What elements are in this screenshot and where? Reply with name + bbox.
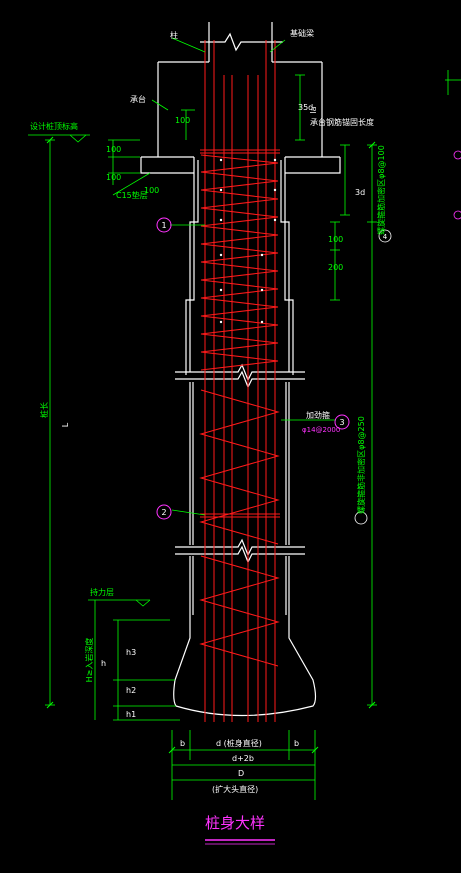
b-right-label: b bbox=[294, 739, 299, 748]
d-label: d (桩身直径) bbox=[216, 738, 262, 748]
pile-length-symbol: L bbox=[61, 422, 70, 427]
pile-length-label: 桩长 bbox=[39, 402, 49, 418]
svg-text:桩身大样: 桩身大样 bbox=[205, 814, 265, 832]
svg-text:4: 4 bbox=[383, 233, 388, 241]
dim-200-right: 200 bbox=[328, 263, 343, 272]
anchor-la-label: la bbox=[309, 106, 318, 113]
bearing-note: H≥入岩深度 bbox=[84, 638, 94, 683]
h-label: h bbox=[101, 659, 106, 668]
stiffener-label: 加劲箍 bbox=[306, 410, 330, 420]
D-desc-label: (扩大头直径) bbox=[212, 784, 258, 794]
svg-text:1: 1 bbox=[161, 221, 166, 230]
stiffener-spec: φ14@2000 bbox=[302, 426, 340, 434]
h2-label: h2 bbox=[126, 686, 136, 695]
d-plus-2b-label: d+2b bbox=[232, 754, 254, 763]
shaft-markers bbox=[219, 158, 277, 324]
foundation-beam-label: 基础梁 bbox=[290, 28, 314, 38]
h1-label: h1 bbox=[126, 710, 136, 719]
dim-100-bed: 100 bbox=[106, 173, 121, 182]
b-left-label: b bbox=[180, 739, 185, 748]
dim-100-right: 100 bbox=[328, 235, 343, 244]
dim-100-side: 100 bbox=[144, 186, 159, 195]
bearing-layer-label: 持力层 bbox=[90, 587, 114, 597]
drawing-title: 桩身大样 bbox=[205, 814, 275, 845]
dimension-lines bbox=[28, 37, 377, 800]
anchor-top-label: 承台钢筋锚固长度 bbox=[310, 117, 374, 127]
callout-4: 4 bbox=[378, 229, 392, 243]
dimension-ticks bbox=[46, 136, 376, 754]
dim-3d: 3d bbox=[355, 188, 365, 197]
callout-1: 1 bbox=[156, 217, 172, 233]
column-label: 柱 bbox=[170, 30, 178, 40]
rebar bbox=[199, 40, 280, 722]
spiral-body-label: 螺旋箍筋非加密区φ8@250 bbox=[356, 416, 366, 514]
h3-label: h3 bbox=[126, 648, 136, 657]
dim-100-cap: 100 bbox=[106, 145, 121, 154]
dim-35d: 35d bbox=[298, 103, 313, 112]
spiral-top-label: 螺旋箍筋加密区φ8@100 bbox=[376, 145, 386, 235]
D-label: D bbox=[238, 769, 244, 778]
callout-5 bbox=[354, 511, 368, 525]
svg-text:3: 3 bbox=[339, 418, 344, 427]
edge-fragment bbox=[445, 70, 461, 220]
cap-label: 承台 bbox=[130, 94, 146, 104]
bedding-label: C15垫层 bbox=[116, 190, 148, 200]
labels: 柱 基础梁 承台 设计桩顶标高 C15垫层 100 100 100 100 10… bbox=[30, 28, 386, 794]
dim-100-embed: 100 bbox=[175, 116, 190, 125]
callout-3: 3 bbox=[334, 414, 350, 430]
svg-text:2: 2 bbox=[161, 508, 166, 517]
concrete-outline bbox=[140, 22, 341, 717]
callout-2: 2 bbox=[156, 504, 172, 520]
design-elevation-label: 设计桩顶标高 bbox=[30, 121, 78, 131]
